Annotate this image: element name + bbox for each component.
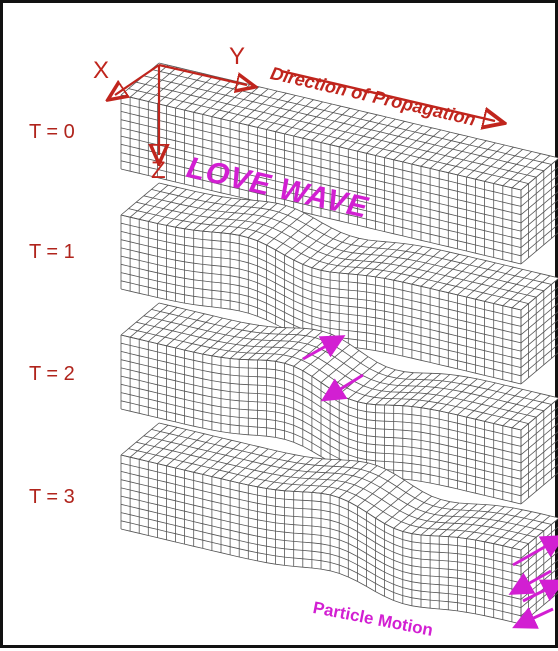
motion-arrow-1 xyxy=(302,335,346,361)
axes-gizmo xyxy=(115,63,495,155)
motion-arrow-5 xyxy=(522,579,558,603)
time-label-3: T = 3 xyxy=(29,486,75,508)
particle-motion-arrows xyxy=(302,335,558,629)
block-t0 xyxy=(120,62,558,265)
y-axis-arrow xyxy=(158,63,247,85)
time-label-0: T = 0 xyxy=(29,121,75,143)
x-axis-label: X xyxy=(93,57,110,84)
motion-arrow-2 xyxy=(320,373,364,402)
time-label-1: T = 1 xyxy=(29,241,75,263)
motion-arrow-4 xyxy=(508,569,552,595)
block-t1 xyxy=(120,182,558,385)
time-label-2: T = 2 xyxy=(29,363,75,385)
love-wave-diagram xyxy=(3,62,558,629)
motion-arrow-6 xyxy=(512,607,554,629)
propagation-arrow xyxy=(280,69,495,121)
x-axis-arrow xyxy=(115,64,160,95)
motion-arrow-3 xyxy=(512,535,558,567)
y-axis-label: Y xyxy=(229,43,246,70)
z-axis-label: Z xyxy=(151,157,166,184)
